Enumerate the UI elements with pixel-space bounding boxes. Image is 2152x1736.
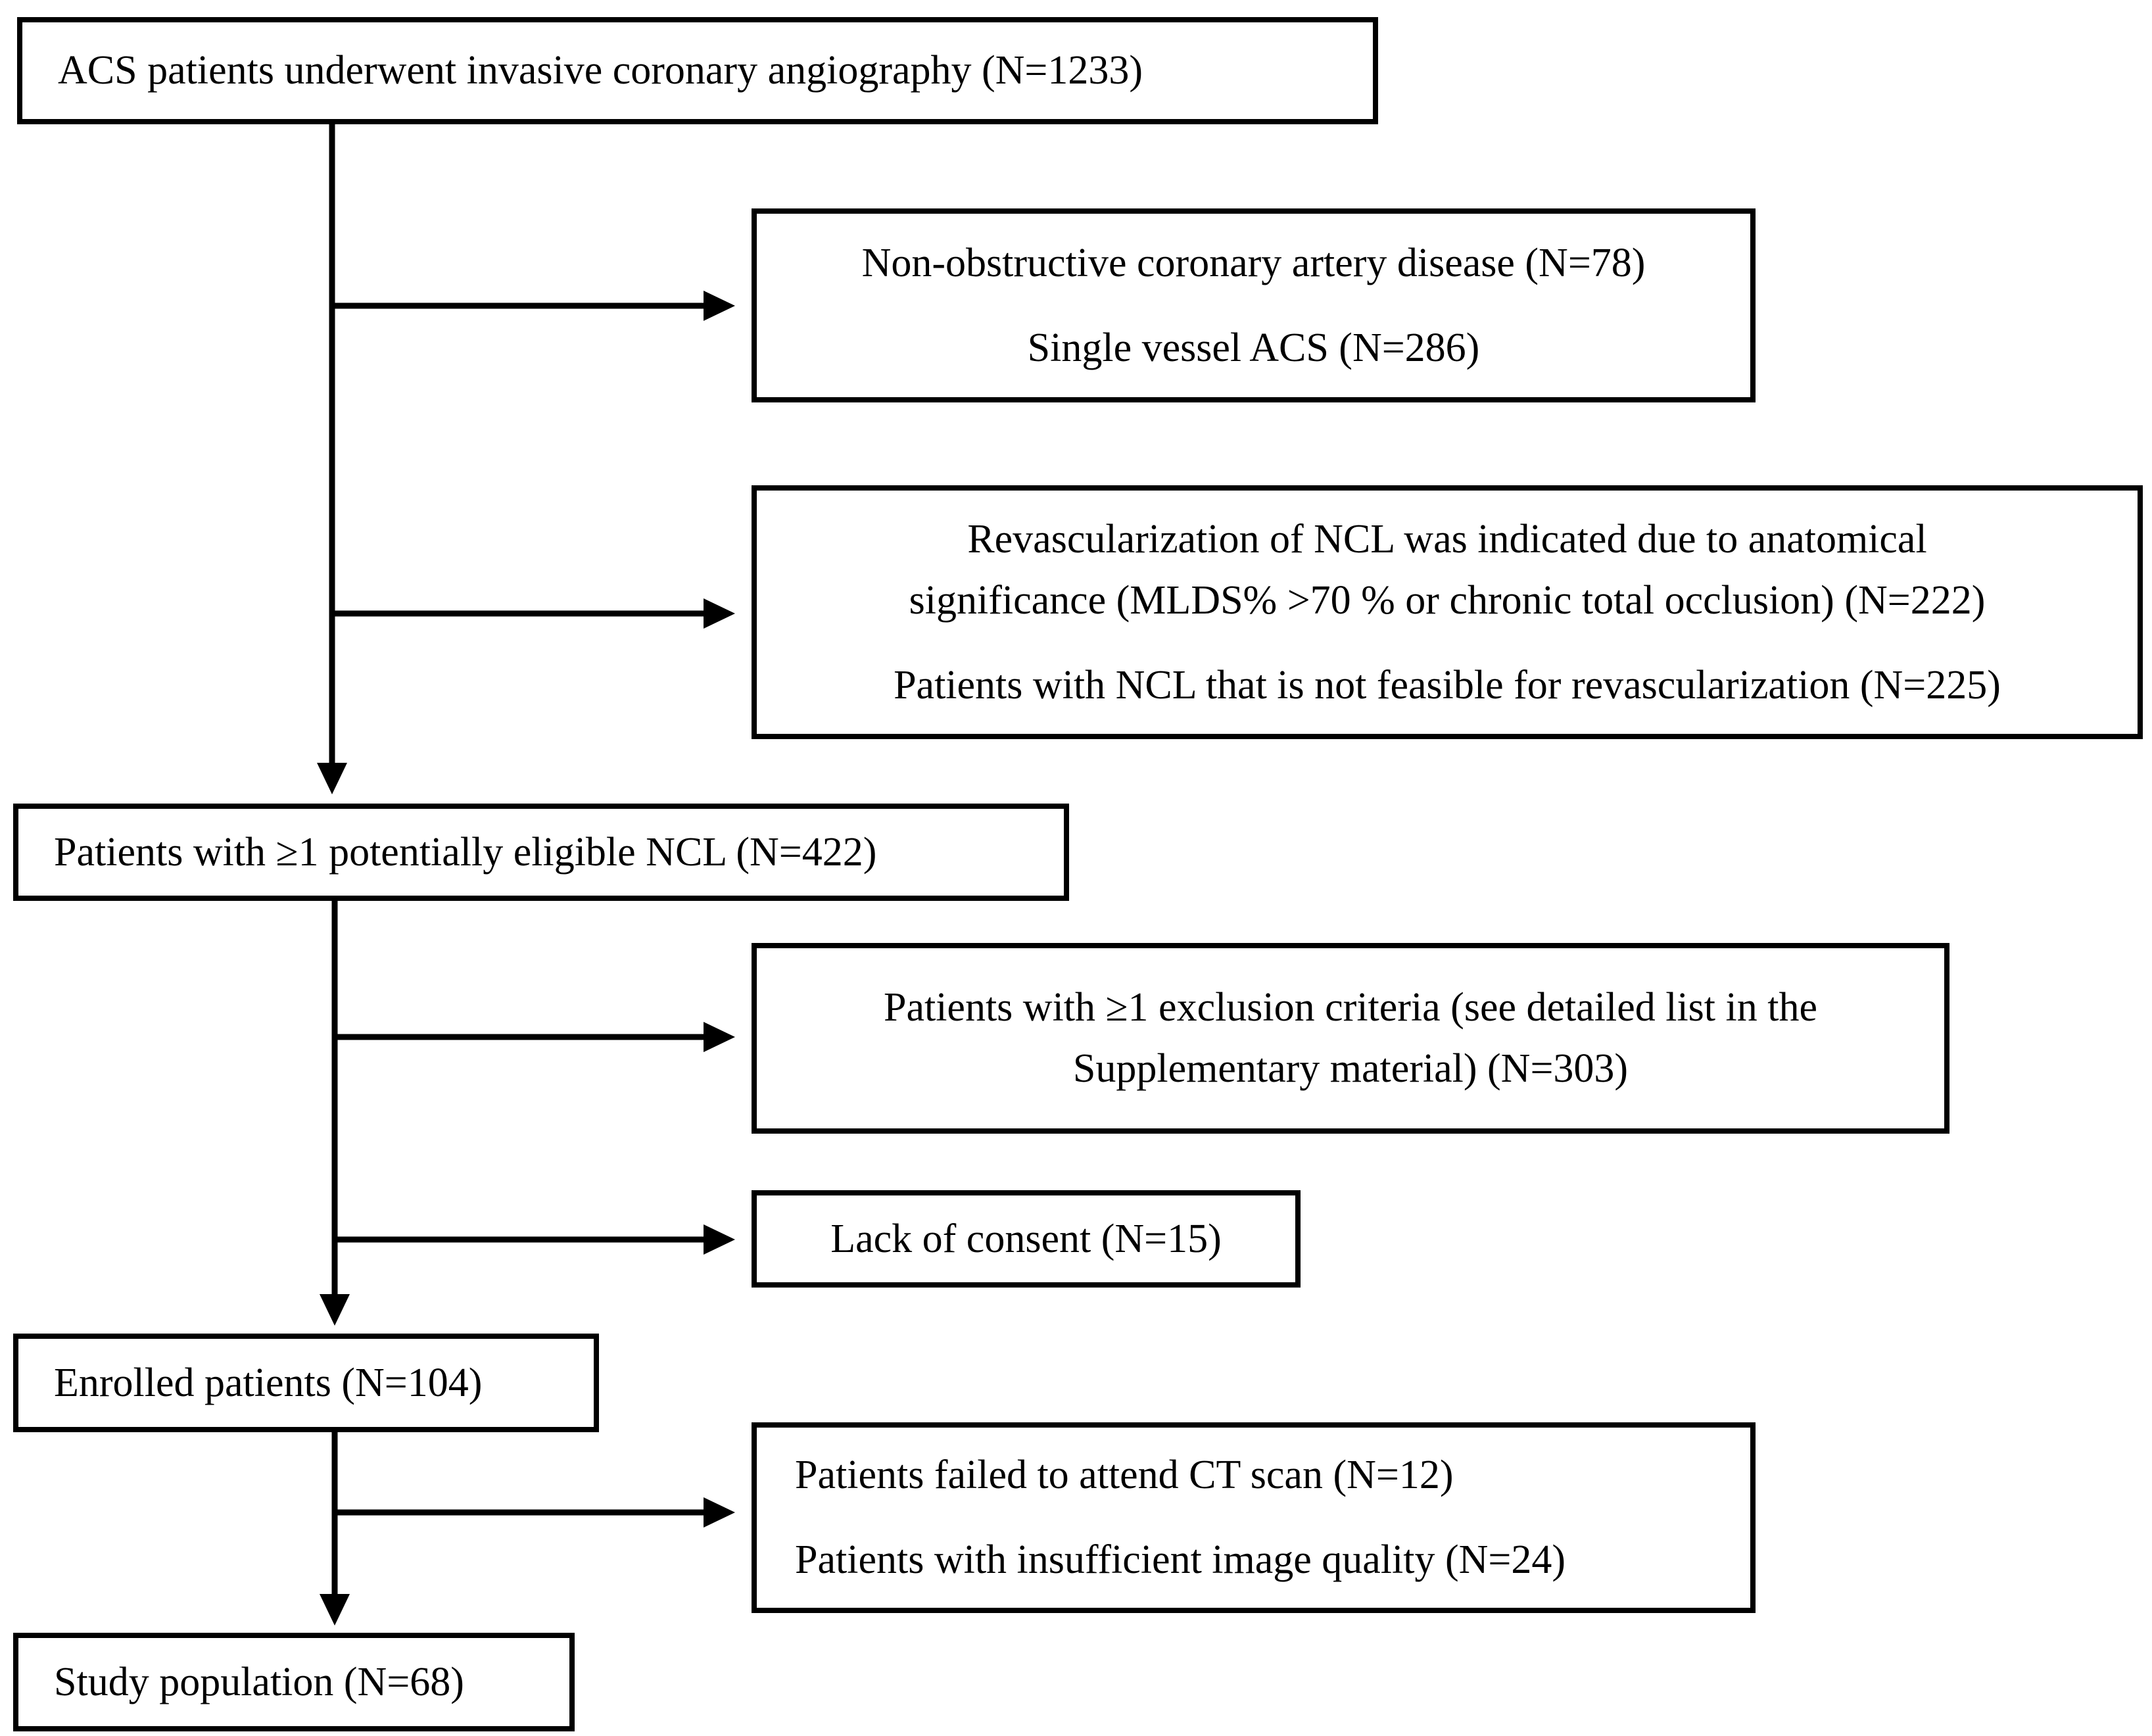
arrowhead-right bbox=[704, 291, 735, 321]
box-text: Study population (N=68) bbox=[54, 1659, 464, 1704]
box-text: Patients with NCL that is not feasible f… bbox=[894, 662, 2001, 708]
arrowhead-down bbox=[320, 1294, 350, 1326]
box-all-acs-patients: ACS patients underwent invasive coronary… bbox=[17, 17, 1378, 124]
box-text: Supplementary material) (N=303) bbox=[1072, 1046, 1629, 1091]
box-text: Enrolled patients (N=104) bbox=[54, 1360, 483, 1405]
box-text: Patients with ≥1 potentially eligible NC… bbox=[54, 829, 877, 875]
box-enrolled-patients: Enrolled patients (N=104) bbox=[13, 1334, 599, 1432]
box-text: Revascularization of NCL was indicated d… bbox=[967, 516, 1927, 562]
box-text: significance (MLDS% >70 % or chronic tot… bbox=[909, 577, 1986, 623]
box-lack-of-consent: Lack of consent (N=15) bbox=[752, 1190, 1301, 1288]
box-text: Lack of consent (N=15) bbox=[830, 1216, 1222, 1261]
box-eligible-ncl: Patients with ≥1 potentially eligible NC… bbox=[13, 804, 1069, 901]
arrowhead-right bbox=[704, 1497, 735, 1528]
arrowhead-down bbox=[317, 763, 347, 794]
arrowhead-down bbox=[320, 1594, 350, 1626]
box-exclusion-ct: Patients failed to attend CT scan (N=12)… bbox=[752, 1422, 1756, 1613]
box-study-population: Study population (N=68) bbox=[13, 1633, 575, 1731]
box-text: Non-obstructive coronary artery disease … bbox=[861, 240, 1646, 285]
arrowhead-right bbox=[704, 1224, 735, 1255]
box-exclusion-revascularization: Revascularization of NCL was indicated d… bbox=[752, 485, 2143, 739]
box-text: Patients with insufficient image quality… bbox=[795, 1537, 1566, 1582]
box-text: Single vessel ACS (N=286) bbox=[1027, 325, 1480, 370]
arrowhead-right bbox=[704, 1022, 735, 1052]
box-text: Patients failed to attend CT scan (N=12) bbox=[795, 1453, 1454, 1497]
box-exclusion-nonobstructive-single-vessel: Non-obstructive coronary artery disease … bbox=[752, 208, 1756, 402]
arrowhead-right bbox=[704, 598, 735, 629]
box-text: Patients with ≥1 exclusion criteria (see… bbox=[883, 985, 1818, 1030]
box-text: ACS patients underwent invasive coronary… bbox=[58, 48, 1143, 93]
box-exclusion-criteria: Patients with ≥1 exclusion criteria (see… bbox=[752, 943, 1949, 1134]
